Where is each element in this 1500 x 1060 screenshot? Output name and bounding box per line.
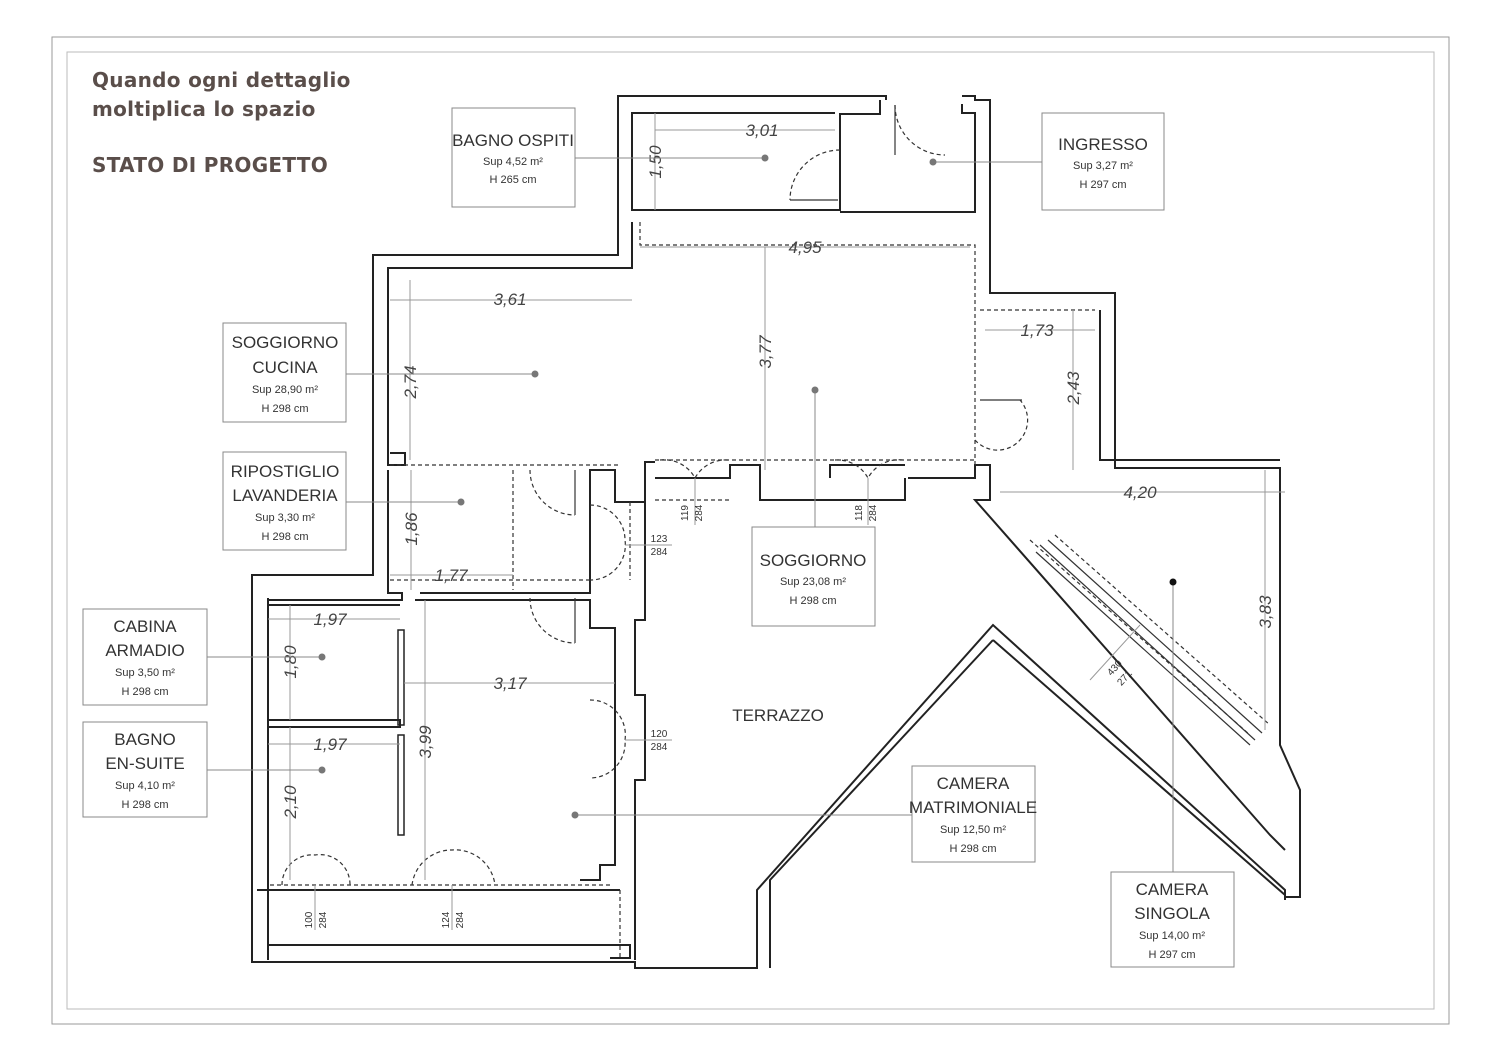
svg-text:EN-SUITE: EN-SUITE xyxy=(105,754,184,773)
svg-text:CABINA: CABINA xyxy=(113,617,177,636)
window-width: 100 xyxy=(304,911,315,928)
svg-text:RIPOSTIGLIO: RIPOSTIGLIO xyxy=(231,462,340,481)
svg-text:CUCINA: CUCINA xyxy=(252,358,318,377)
svg-text:H 298 cm: H 298 cm xyxy=(261,531,308,543)
dimension-lines xyxy=(268,113,1285,930)
dim-label: 2,43 xyxy=(1064,371,1083,406)
headline-line-1: Quando ogni dettaglio xyxy=(92,68,351,92)
dim-label: 1,97 xyxy=(313,735,347,754)
dim-label: 3,61 xyxy=(493,290,526,309)
window-labels: 119 284 118 284 123 284 120 284 100 284 … xyxy=(304,504,1135,928)
svg-text:H 298 cm: H 298 cm xyxy=(949,843,996,855)
svg-text:H 298 cm: H 298 cm xyxy=(121,686,168,698)
dim-label: 4,20 xyxy=(1123,483,1157,502)
svg-text:H 298 cm: H 298 cm xyxy=(789,595,836,607)
svg-text:SOGGIORNO: SOGGIORNO xyxy=(232,333,339,352)
svg-text:Sup 3,27 m²: Sup 3,27 m² xyxy=(1073,160,1133,172)
dim-label: 3,83 xyxy=(1256,595,1275,629)
svg-text:H 297 cm: H 297 cm xyxy=(1079,179,1126,191)
window-width: 124 xyxy=(441,911,452,928)
window-width: 118 xyxy=(854,505,865,521)
window-height: 284 xyxy=(318,911,329,928)
doors xyxy=(281,104,1029,886)
inner-frame xyxy=(66,51,1435,1010)
svg-text:Sup 4,52 m²: Sup 4,52 m² xyxy=(483,156,543,168)
leaders xyxy=(207,154,1177,872)
room-label-ripostiglio: RIPOSTIGLIO LAVANDERIA Sup 3,30 m² H 298… xyxy=(222,451,347,551)
room-label-camera-singola: CAMERA SINGOLA Sup 14,00 m² H 297 cm xyxy=(1110,871,1235,968)
dim-label: 2,74 xyxy=(401,365,420,399)
svg-text:Sup 4,10 m²: Sup 4,10 m² xyxy=(115,780,175,792)
walls xyxy=(251,95,1301,969)
dim-label: 1,73 xyxy=(1020,321,1054,340)
room-label-bagno-en-suite: BAGNO EN-SUITE Sup 4,10 m² H 298 cm xyxy=(82,721,208,818)
svg-text:Sup 28,90 m²: Sup 28,90 m² xyxy=(252,384,318,396)
room-label-soggiorno-cucina: SOGGIORNO CUCINA Sup 28,90 m² H 298 cm xyxy=(222,322,347,423)
svg-text:CAMERA: CAMERA xyxy=(1136,880,1209,899)
dim-label: 1,50 xyxy=(646,145,665,179)
dimension-labels: 3,01 1,50 4,95 3,61 2,74 3,77 1,73 2,43 … xyxy=(281,121,1275,820)
room-labels: BAGNO OSPITI Sup 4,52 m² H 265 cm INGRES… xyxy=(82,107,1235,968)
dim-label: 1,86 xyxy=(402,512,421,546)
svg-text:H 265 cm: H 265 cm xyxy=(489,174,536,186)
room-label-cabina-armadio: CABINA ARMADIO Sup 3,50 m² H 298 cm xyxy=(82,608,208,706)
dim-label: 1,77 xyxy=(434,566,468,585)
room-label-ingresso: INGRESSO Sup 3,27 m² H 297 cm xyxy=(1041,112,1165,211)
svg-text:MATRIMONIALE: MATRIMONIALE xyxy=(909,798,1037,817)
terrace-label: TERRAZZO xyxy=(732,706,824,725)
plan-subtitle: STATO DI PROGETTO xyxy=(92,153,329,177)
svg-text:BAGNO: BAGNO xyxy=(114,730,175,749)
svg-text:H 297 cm: H 297 cm xyxy=(1148,949,1195,961)
svg-text:BAGNO OSPITI: BAGNO OSPITI xyxy=(452,131,574,150)
window-width: 119 xyxy=(680,505,691,521)
dim-label: 1,97 xyxy=(313,610,347,629)
dim-label: 3,17 xyxy=(493,674,527,693)
window-width: 123 xyxy=(651,534,668,545)
window-height: 284 xyxy=(651,742,668,753)
window-height: 284 xyxy=(455,911,466,928)
dim-label: 3,99 xyxy=(416,725,435,759)
dashed-lines xyxy=(270,222,1271,960)
svg-text:LAVANDERIA: LAVANDERIA xyxy=(232,486,338,505)
svg-text:INGRESSO: INGRESSO xyxy=(1058,135,1148,154)
window-height: 284 xyxy=(694,504,705,521)
window-height: 284 xyxy=(868,504,879,521)
room-label-bagno-ospiti: BAGNO OSPITI Sup 4,52 m² H 265 cm xyxy=(451,107,576,208)
dim-label: 3,77 xyxy=(756,335,775,369)
dim-label: 3,01 xyxy=(745,121,778,140)
window-height: 284 xyxy=(651,547,668,558)
svg-text:Sup 14,00 m²: Sup 14,00 m² xyxy=(1139,930,1205,942)
svg-text:Sup 23,08 m²: Sup 23,08 m² xyxy=(780,576,846,588)
svg-text:Sup 3,30 m²: Sup 3,30 m² xyxy=(255,512,315,524)
headline-line-2: moltiplica lo spazio xyxy=(92,97,316,121)
svg-text:SINGOLA: SINGOLA xyxy=(1134,904,1210,923)
room-label-camera-matrimoniale: CAMERA MATRIMONIALE Sup 12,50 m² H 298 c… xyxy=(909,765,1037,863)
svg-text:Sup 3,50 m²: Sup 3,50 m² xyxy=(115,667,175,679)
window-width: 120 xyxy=(651,729,668,740)
svg-text:Sup 12,50 m²: Sup 12,50 m² xyxy=(940,824,1006,836)
svg-text:H 298 cm: H 298 cm xyxy=(121,799,168,811)
svg-text:SOGGIORNO: SOGGIORNO xyxy=(760,551,867,570)
dim-label: 4,95 xyxy=(788,238,822,257)
svg-text:ARMADIO: ARMADIO xyxy=(105,641,184,660)
dim-label: 1,80 xyxy=(281,645,300,679)
outer-frame xyxy=(51,36,1450,1025)
dim-label: 2,10 xyxy=(281,785,300,820)
room-label-soggiorno: SOGGIORNO Sup 23,08 m² H 298 cm xyxy=(751,526,876,627)
svg-text:CAMERA: CAMERA xyxy=(937,774,1010,793)
svg-text:H 298 cm: H 298 cm xyxy=(261,403,308,415)
